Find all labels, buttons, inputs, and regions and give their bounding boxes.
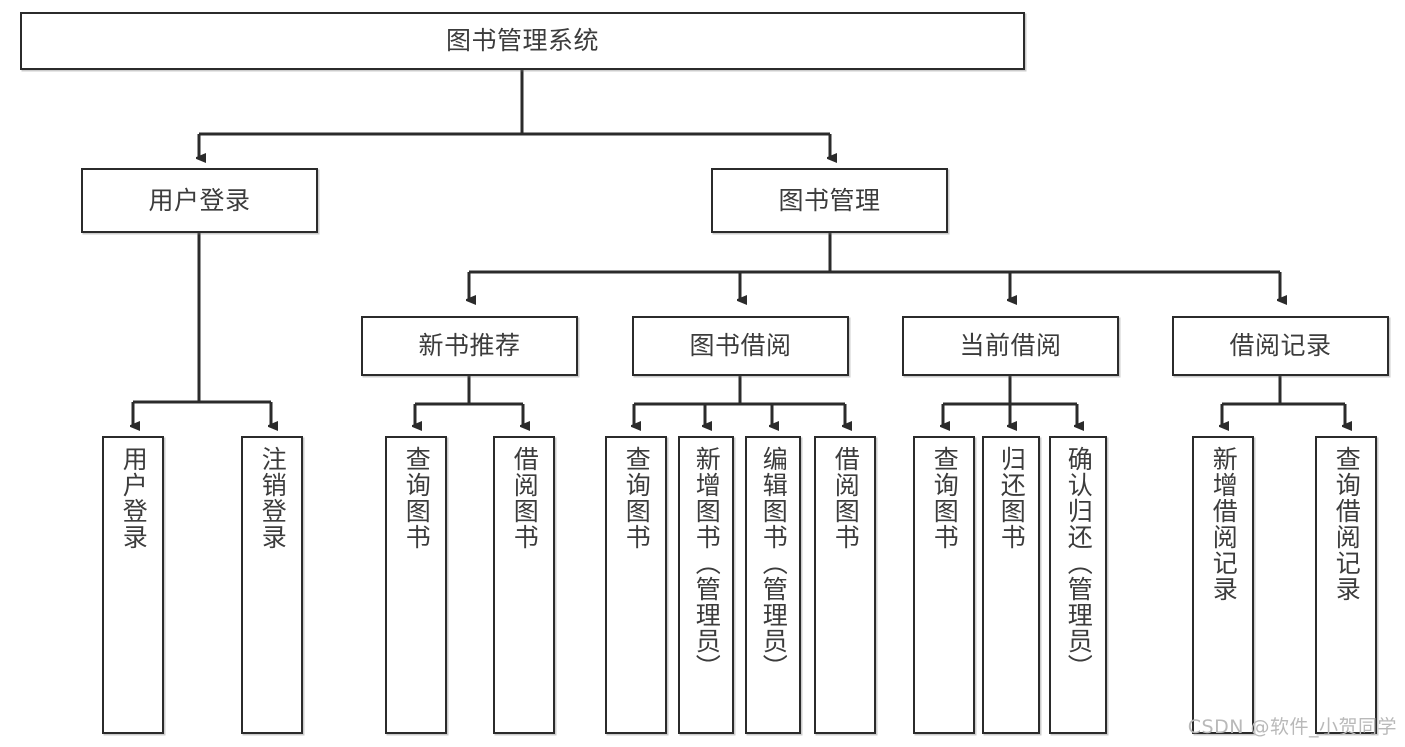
- leaf-edit-book-label: 编辑图书（管理员）: [759, 446, 789, 680]
- leaf-logout[interactable]: 注销登录: [241, 436, 303, 734]
- leaf-borrow-book-1[interactable]: 借阅图书: [493, 436, 555, 734]
- leaf-query-record-label: 查询借阅记录: [1332, 446, 1362, 602]
- node-book-management-label: 图书管理: [778, 185, 881, 215]
- node-new-book-recommend[interactable]: 新书推荐: [361, 316, 578, 376]
- leaf-add-record[interactable]: 新增借阅记录: [1192, 436, 1254, 734]
- leaf-return-book[interactable]: 归还图书: [982, 436, 1040, 734]
- node-user-login-label: 用户登录: [148, 185, 251, 215]
- leaf-query-book-2[interactable]: 查询图书: [605, 436, 667, 734]
- leaf-return-book-label: 归还图书: [997, 446, 1027, 550]
- leaf-confirm-return[interactable]: 确认归还（管理员）: [1049, 436, 1107, 734]
- leaf-confirm-return-label: 确认归还（管理员）: [1064, 446, 1094, 680]
- node-book-borrow-label: 图书借阅: [689, 331, 792, 361]
- leaf-borrow-book-2[interactable]: 借阅图书: [814, 436, 876, 734]
- leaf-add-book-label: 新增图书（管理员）: [692, 446, 722, 680]
- leaf-add-record-label: 新增借阅记录: [1209, 446, 1239, 602]
- leaf-edit-book[interactable]: 编辑图书（管理员）: [745, 436, 801, 734]
- node-root[interactable]: 图书管理系统: [20, 12, 1025, 70]
- node-book-borrow[interactable]: 图书借阅: [632, 316, 849, 376]
- leaf-query-record[interactable]: 查询借阅记录: [1315, 436, 1377, 734]
- leaf-user-login[interactable]: 用户登录: [102, 436, 164, 734]
- leaf-borrow-book-1-label: 借阅图书: [510, 446, 540, 550]
- leaf-user-login-label: 用户登录: [119, 446, 149, 550]
- leaf-query-book-2-label: 查询图书: [622, 446, 652, 550]
- node-new-book-recommend-label: 新书推荐: [418, 331, 521, 361]
- csdn-watermark: CSDN @软件_小贺同学: [1187, 716, 1397, 738]
- leaf-query-book-1[interactable]: 查询图书: [385, 436, 447, 734]
- leaf-query-book-3-label: 查询图书: [930, 446, 960, 550]
- node-current-borrow-label: 当前借阅: [959, 331, 1062, 361]
- node-root-label: 图书管理系统: [445, 26, 599, 56]
- node-current-borrow[interactable]: 当前借阅: [902, 316, 1119, 376]
- leaf-borrow-book-2-label: 借阅图书: [831, 446, 861, 550]
- node-user-login[interactable]: 用户登录: [81, 168, 318, 233]
- leaf-query-book-1-label: 查询图书: [402, 446, 432, 550]
- leaf-logout-label: 注销登录: [258, 446, 288, 550]
- leaf-query-book-3[interactable]: 查询图书: [913, 436, 975, 734]
- node-borrow-record-label: 借阅记录: [1229, 331, 1332, 361]
- node-book-management[interactable]: 图书管理: [711, 168, 948, 233]
- leaf-add-book[interactable]: 新增图书（管理员）: [678, 436, 734, 734]
- node-borrow-record[interactable]: 借阅记录: [1172, 316, 1389, 376]
